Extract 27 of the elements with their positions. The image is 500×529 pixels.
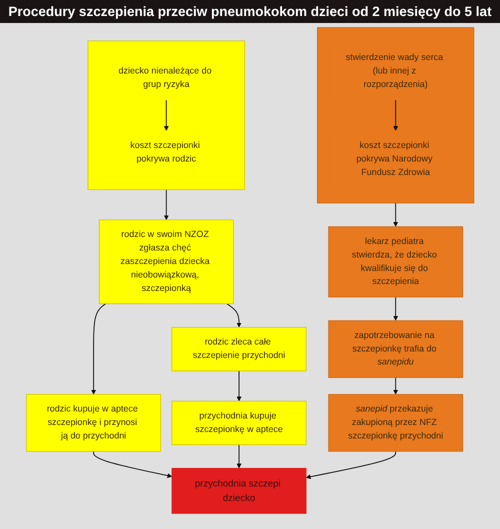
- arrow: [392, 296, 398, 321]
- arrow: [236, 370, 242, 402]
- arrow: [226, 303, 242, 328]
- arrow: [392, 99, 398, 131]
- node-box: rodzic zleca całe szczepienie przychodni: [171, 327, 306, 372]
- node-box: przychodnia kupuje szczepionkę w aptece: [171, 400, 306, 445]
- node-box: sanepid przekazuje zakupioną przez NFZ szczepionkę przychodni: [328, 394, 463, 452]
- diagram-title: Procedury szczepienia przeciw pneumokokom dzieci od 2 miesięcy do 5 lat: [0, 0, 500, 23]
- arrow: [236, 444, 242, 468]
- node-text: stwierdzenie wady serca (lub innej z rozporządzenia): [345, 52, 443, 90]
- arrow: [392, 377, 398, 395]
- node-box: przychodnia szczepi dziecko: [171, 468, 306, 514]
- arrow: [306, 451, 396, 480]
- cluster: [316, 27, 474, 204]
- node-text: dziecko nienależące do grup ryzyka: [118, 66, 212, 90]
- arrow: [164, 99, 169, 131]
- cluster: [88, 40, 245, 190]
- arrow: [92, 451, 172, 478]
- node-box: rodzic w swoim NZOZ zgłasza chęć zaszczepienia dziecka nieobowiązkową, szczepionką: [98, 220, 234, 304]
- node-text: koszt szczepionki pokrywa rodzic: [130, 140, 200, 164]
- node-box: lekarz pediatra stwierdza, że dziecko kwalifikuje się do szczepienia: [328, 226, 463, 298]
- node-box: zapotrzebowanie na szczepionkę trafia do sanepidu: [328, 320, 463, 378]
- arrow: [392, 202, 398, 227]
- arrow: [90, 303, 106, 395]
- node-box: rodzic kupuje w aptece szczepionkę i przynosi ją do przychodni: [26, 394, 161, 452]
- arrow: [164, 189, 169, 220]
- node-text: koszt szczepionki pokrywa Narodowy Fundusz Zdrowia: [356, 140, 432, 178]
